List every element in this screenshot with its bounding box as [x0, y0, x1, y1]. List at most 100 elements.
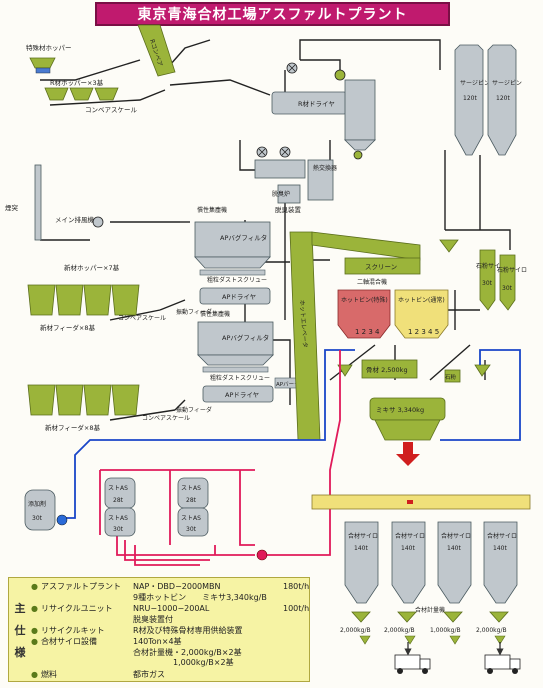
mix-silo-1-cap: 140t [354, 545, 368, 552]
ap-bagfilter-2-label: APバグフィルタ [222, 333, 269, 342]
truck-icon [484, 642, 521, 674]
output-arrow [396, 442, 420, 466]
new-hopper-label: 新材ホッパー×7基 [64, 263, 120, 272]
mixer-label: ミキサ 3,340kg [376, 406, 424, 414]
silo-platform [311, 494, 531, 510]
mix-silo-3-cap: 140t [447, 545, 461, 552]
dust-screw-1-label: 粗粒ダストスクリュー [207, 276, 267, 284]
title-bar: 東京青海合材工場アスファルトプラント [95, 2, 450, 26]
asphalt-tank-4-label: ストAS [181, 515, 201, 522]
ap-bagfilter-2: 慣性集塵機 APバグフィルタ 粗粒ダストスクリュー APドライヤ APバーナ 振… [176, 310, 304, 414]
svg-text:1 2 3 4 5: 1 2 3 4 5 [408, 328, 439, 336]
chimney-label: 煙突 [5, 203, 19, 212]
spec-side-label: 主 仕 様 [14, 601, 26, 659]
mix-silo-1-label: 合材サイロ [348, 532, 378, 540]
additive-label: 添加剤 [28, 500, 46, 508]
rate-5: 2,000kg/B [476, 627, 507, 634]
stone-silo-2-label: 石粉サイロ [497, 266, 527, 274]
svg-text:1 2 3 4: 1 2 3 4 [355, 328, 380, 336]
ap-dryer-2-label: APドライヤ [225, 391, 259, 399]
main-fan-label: メイン排風機 [55, 215, 95, 224]
stone-silos: 石粉サイロ 30t 石粉サイロ 30t [439, 239, 527, 311]
deodorizer-label: 脱臭装置 [275, 205, 302, 214]
surge-bins: サージビン 120t サージビン 120t [454, 44, 522, 156]
hot-bin-normal-label: ホットビン(通常) [398, 296, 445, 304]
rate-2: 2,000kg/B [384, 627, 415, 634]
mix-silo-2-label: 合材サイロ [395, 532, 425, 540]
mix-silo-4-cap: 140t [493, 545, 507, 552]
blue-pipes [58, 349, 521, 519]
r-conveyor: Rコンベア [137, 24, 176, 77]
heat-exchanger-label: 熱交換器 [313, 164, 337, 172]
feeder-a-label: 振動フィーダ [176, 308, 212, 316]
mixer-top-label: 二軸混合機 [357, 278, 387, 286]
rate-3: 1,000kg/B [430, 627, 461, 634]
r-hopper-label: R材ホッパー×3基 [50, 78, 104, 87]
surge-bin-2-label: サージビン [492, 79, 522, 87]
new-feeder-1-label: 新材フィーダ×8基 [40, 323, 95, 332]
stone-silo-1-label: 石粉サイロ [476, 262, 506, 270]
r-hoppers: R材ホッパー×3基 コンベアスケール [44, 78, 138, 114]
deodorizer: 熱交換器 脱臭炉 脱臭装置 [254, 146, 337, 214]
truck-icon [394, 642, 431, 674]
mixer: ミキサ 3,340kg [369, 397, 446, 441]
spec-row: ●9種ホットビン ミキサ3,340kg/B [132, 593, 267, 602]
conveyor-a-label: コンベアスケール [118, 315, 166, 322]
mix-silo-2-cap: 140t [401, 545, 415, 552]
new-hoppers-2: 新材フィーダ×8基 コンベアスケール [27, 384, 190, 432]
mix-silo-3-label: 合材サイロ [441, 532, 471, 540]
mix-silo-4-label: 合材サイロ [487, 532, 517, 540]
spec-row: ● 1,000kg/B×2基 [132, 658, 234, 667]
mix-scale-label: 合材計量機 [415, 606, 445, 614]
rate-1: 2,000kg/B [340, 627, 371, 634]
screen: スクリーン 二軸混合機 [344, 257, 421, 286]
hot-bin-special-label: ホットビン(特殊) [341, 296, 388, 304]
asphalt-tank-2-cap: 30t [113, 526, 124, 533]
chimney: 煙突 メイン排風機 [5, 164, 104, 241]
stone-silo-1-cap: 30t [482, 280, 493, 287]
dust-screw-2-label: 粗粒ダストスクリュー [210, 374, 270, 382]
asphalt-tank-3-cap: 28t [186, 497, 197, 504]
spec-row: ●合材計量機・2,000kg/B×2基 [132, 648, 242, 657]
additive-tank: 添加剤 30t [24, 489, 68, 531]
asphalt-tanks: ストAS 28t ストAS 30t ストAS 28t ストAS 30t [104, 477, 268, 561]
r-dryer-label: R材ドライヤ [298, 99, 335, 108]
dust-collector-1-label: 慣性集塵機 [197, 206, 227, 214]
spec-row: ●燃料都市ガス [31, 670, 165, 679]
aggregate-scale: 骨材 2,500kg 石粉 [337, 359, 491, 383]
filler-hopper-label: 特殊材ホッパー [26, 43, 72, 52]
surge-bin-2-cap: 120t [496, 95, 510, 102]
ap-bagfilter-1: 慣性集塵機 APバグフィルタ 粗粒ダストスクリュー APドライヤ 振動フィーダ [176, 206, 271, 316]
r-dryer: R材ドライヤ [271, 62, 376, 160]
aggregate-label: 骨材 2,500kg [366, 365, 408, 374]
conveyor-b-label: コンベアスケール [142, 415, 190, 422]
spec-row: ●脱臭装置付 [132, 615, 173, 624]
ap-burner-label: APバーナ [276, 381, 300, 388]
weigh-hoppers: 2,000kg/B 2,000kg/B 1,000kg/B 2,000kg/B [340, 611, 509, 645]
hot-elevator-label: ホットエレベータ [298, 300, 309, 348]
screen-label: スクリーン [365, 263, 397, 271]
conveyor-scale-label: コンベアスケール [85, 106, 138, 114]
dust-collector-2-label: 慣性集塵機 [200, 310, 230, 318]
filler-hopper: 特殊材ホッパー [26, 43, 72, 74]
surge-bin-1-cap: 120t [463, 95, 477, 102]
asphalt-tank-1-cap: 28t [113, 497, 124, 504]
surge-bin-1-label: サージビン [460, 79, 490, 87]
page-title: 東京青海合材工場アスファルトプラント [137, 7, 408, 23]
asphalt-tank-1-label: ストAS [108, 485, 128, 492]
hot-bin-normal: ホットビン(通常) 1 2 3 4 5 [394, 289, 449, 339]
red-pipes [99, 350, 341, 566]
ap-bagfilter-1-label: APバグフィルタ [220, 233, 267, 242]
feeder-b-label: 振動フィーダ [176, 406, 212, 414]
mix-silos: 合材サイロ 140t 合材サイロ 140t 合材サイロ 140t 合材サイロ 1… [344, 521, 518, 614]
hot-bin-special: ホットビン(特殊) 1 2 3 4 [337, 289, 391, 339]
stone-powder-label: 石粉 [445, 373, 457, 381]
ap-dryer-1-label: APドライヤ [222, 293, 256, 301]
asphalt-tank-2-label: ストAS [108, 515, 128, 522]
new-feeder-2-label: 新材フィーダ×8基 [45, 423, 100, 432]
